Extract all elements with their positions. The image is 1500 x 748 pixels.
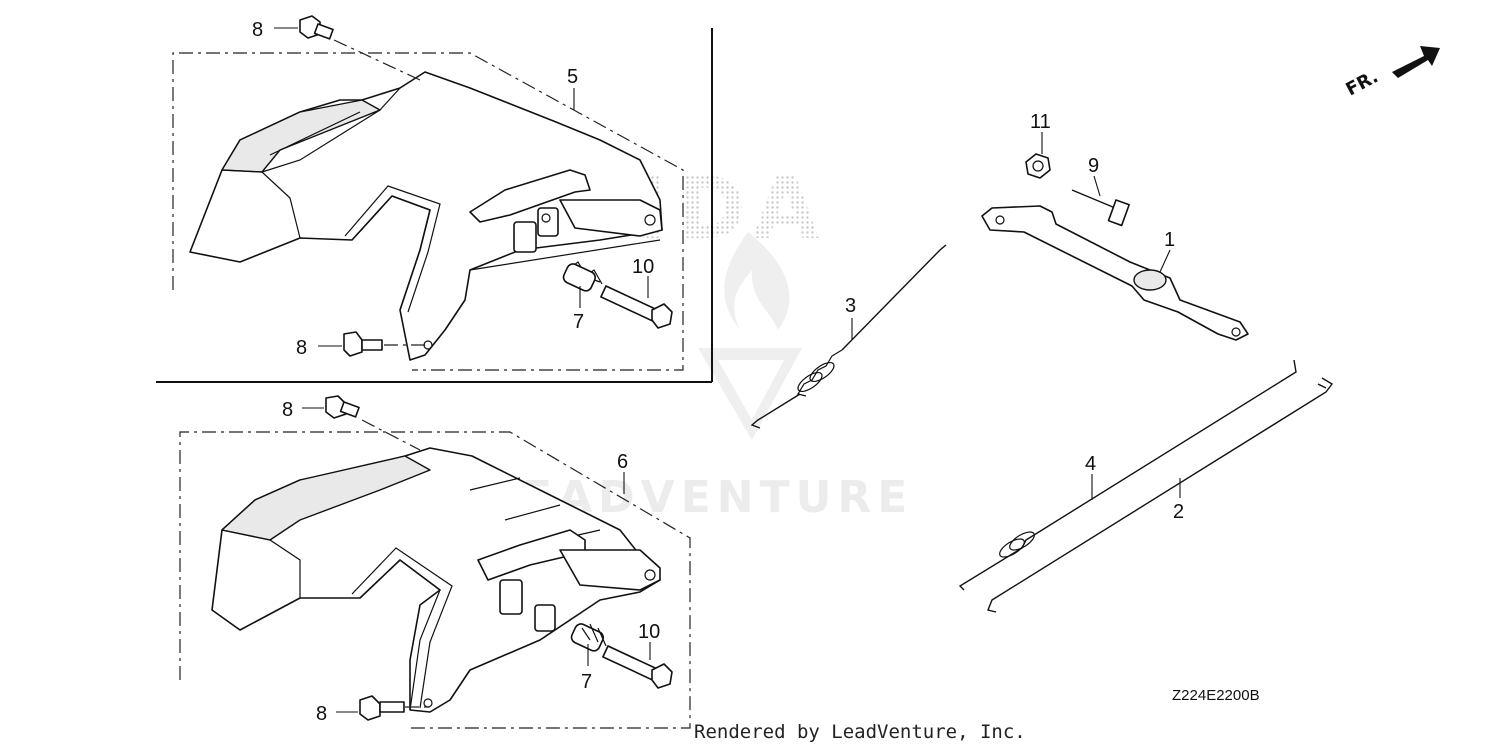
callout-8: 8 bbox=[316, 703, 327, 725]
callout-11: 11 bbox=[1030, 111, 1051, 133]
bolt-8-a bbox=[299, 15, 421, 81]
leadventure-watermark: LEADVENTURE bbox=[488, 232, 907, 523]
callout-3: 3 bbox=[845, 295, 856, 317]
bolt-10-upper bbox=[600, 285, 673, 329]
spring-7-upper bbox=[562, 261, 603, 292]
callout-8: 8 bbox=[282, 399, 293, 421]
bolt-8-d bbox=[359, 695, 428, 721]
callout-8: 8 bbox=[296, 337, 307, 359]
rod-2 bbox=[987, 377, 1334, 613]
bolt-9 bbox=[1071, 189, 1130, 227]
bolt-8-b bbox=[343, 331, 425, 357]
bolt-10-lower bbox=[602, 645, 673, 689]
callout-7: 7 bbox=[573, 311, 584, 333]
flame-logo-watermark bbox=[724, 232, 790, 330]
guard-5 bbox=[172, 52, 684, 371]
spring-7-lower bbox=[570, 623, 607, 652]
callout-9: 9 bbox=[1088, 155, 1099, 177]
front-direction-indicator: FR. bbox=[1342, 46, 1440, 100]
spring-rod-3 bbox=[750, 244, 947, 429]
callout-2: 2 bbox=[1173, 501, 1184, 523]
rod-4 bbox=[958, 359, 1297, 591]
callout-10: 10 bbox=[632, 256, 654, 278]
v-logo-watermark bbox=[698, 348, 802, 440]
nut-11 bbox=[1025, 153, 1051, 179]
front-label: FR. bbox=[1342, 66, 1381, 100]
callout-5: 5 bbox=[567, 66, 578, 88]
lever-1 bbox=[981, 205, 1249, 341]
callout-8: 8 bbox=[252, 19, 263, 41]
upper-frame bbox=[156, 28, 713, 383]
credit-text: Rendered by LeadVenture, Inc. bbox=[694, 721, 1026, 743]
front-arrow-icon bbox=[1392, 46, 1440, 78]
callout-10: 10 bbox=[638, 621, 660, 643]
diagram-code: Z224E2200B bbox=[1172, 687, 1260, 704]
leader-lines bbox=[274, 27, 1181, 713]
callout-4: 4 bbox=[1085, 453, 1096, 475]
callout-1: 1 bbox=[1164, 229, 1175, 251]
bolt-8-c bbox=[325, 395, 421, 451]
guard-6 bbox=[179, 431, 691, 729]
callout-6: 6 bbox=[617, 451, 628, 473]
callout-7: 7 bbox=[581, 671, 592, 693]
